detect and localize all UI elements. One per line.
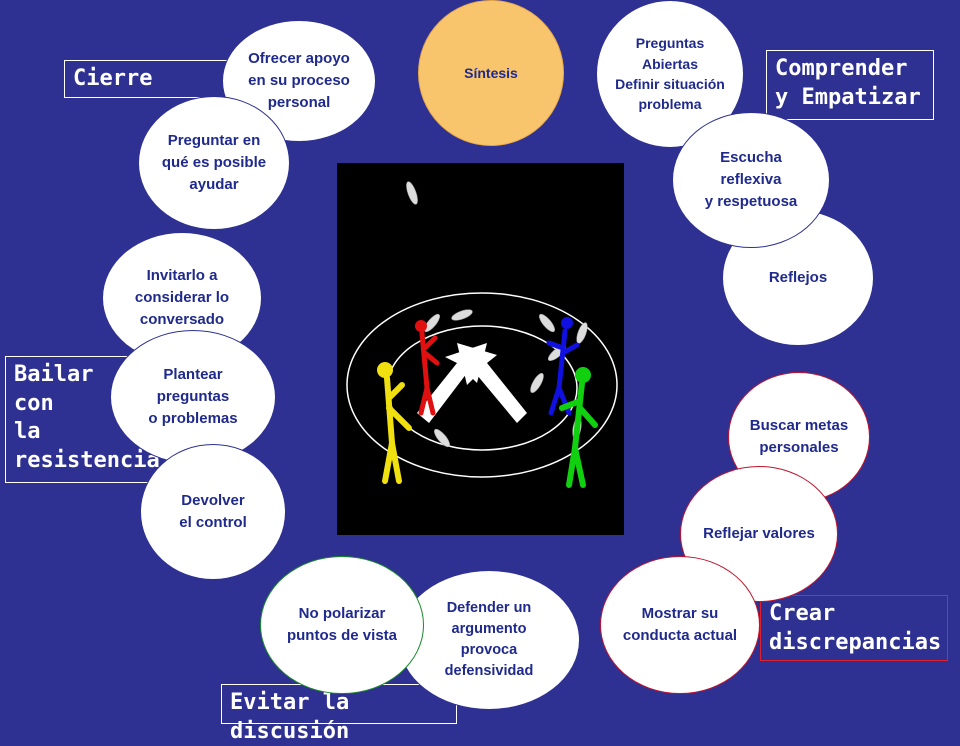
bubble-defender-argumento: Defender un argumento provoca defensivid… [398, 570, 580, 710]
label-crear-discrepancias: Crear discrepancias [760, 595, 948, 661]
jugglers-with-arrows-icon [346, 181, 618, 488]
bubble-plantear-preguntas: Plantear preguntas o problemas [110, 330, 276, 464]
label-cierre: Cierre [64, 60, 232, 98]
bubble-mostrar-conducta: Mostrar su conducta actual [600, 556, 760, 694]
bubble-devolver-control: Devolver el control [140, 444, 286, 580]
center-image [337, 163, 624, 535]
bubble-sintesis: Síntesis [418, 0, 564, 146]
bubble-escucha-reflexiva: Escucha reflexiva y respetuosa [672, 112, 830, 248]
label-comprender-empatizar: Comprender y Empatizar [766, 50, 934, 120]
bubble-preguntar-ayudar: Preguntar en qué es posible ayudar [138, 96, 290, 230]
bubble-no-polarizar: No polarizar puntos de vista [260, 556, 424, 694]
bubble-preguntas-abiertas: Preguntas Abiertas Definir situación pro… [596, 0, 744, 148]
label-bailar-resistencia: Bailar con la resistencia [5, 356, 173, 483]
